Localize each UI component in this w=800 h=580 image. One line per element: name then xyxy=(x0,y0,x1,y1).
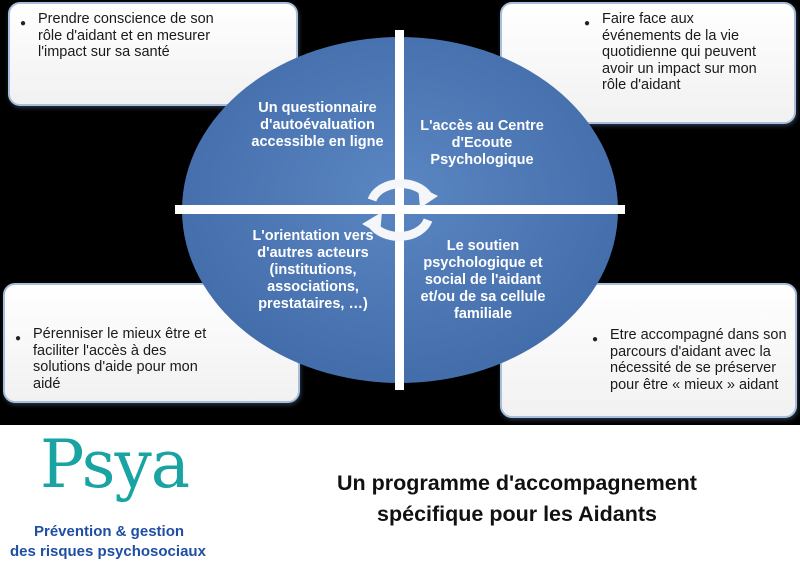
bullet-icon: ● xyxy=(584,18,591,29)
logo-wordmark: Psya xyxy=(40,426,190,503)
caption-line1: Un programme d'accompagnement xyxy=(337,471,697,495)
bullet-icon: ● xyxy=(592,334,599,345)
diagram-panel: ● Prendre conscience de son rôle d'aidan… xyxy=(0,0,800,425)
caption: Un programme d'accompagnement spécifique… xyxy=(262,468,772,530)
outer-box-text: Prendre conscience de son rôle d'aidant … xyxy=(38,11,214,60)
logo-tagline-line2: des risques psychosociaux xyxy=(10,543,206,560)
horizontal-divider xyxy=(175,205,625,214)
outer-box-text: Etre accompagné dans son parcours d'aida… xyxy=(610,327,787,393)
quadrant-text-top-left: Un questionnaire d'autoévaluation access… xyxy=(251,100,384,150)
outer-box-text: Faire face aux événements de la vie quot… xyxy=(602,11,757,93)
cycle-circle xyxy=(175,30,625,390)
cycle-arrowheads xyxy=(362,186,438,234)
outer-box-text: Pérenniser le mieux être et faciliter l'… xyxy=(33,326,207,392)
bullet-icon: ● xyxy=(15,333,22,344)
bullet-icon: ● xyxy=(20,18,27,29)
logo-tagline-line1: Prévention & gestion xyxy=(34,523,185,540)
quadrant-text-top-right: L'accès au Centre d'Ecoute Psychologique xyxy=(420,118,544,168)
psya-logo: Psya Prévention & gestion des risques ps… xyxy=(10,426,210,576)
quadrant-text-bottom-left: L'orientation vers d'autres acteurs (ins… xyxy=(252,228,374,312)
outer-box-top-left: ● Prendre conscience de son rôle d'aidan… xyxy=(8,2,298,106)
outer-box-bottom-right: ● Etre accompagné dans son parcours d'ai… xyxy=(500,283,797,418)
caption-line2: spécifique pour les Aidants xyxy=(377,502,657,526)
quadrant-text-bottom-right: Le soutien psychologique et social de l'… xyxy=(420,238,546,322)
